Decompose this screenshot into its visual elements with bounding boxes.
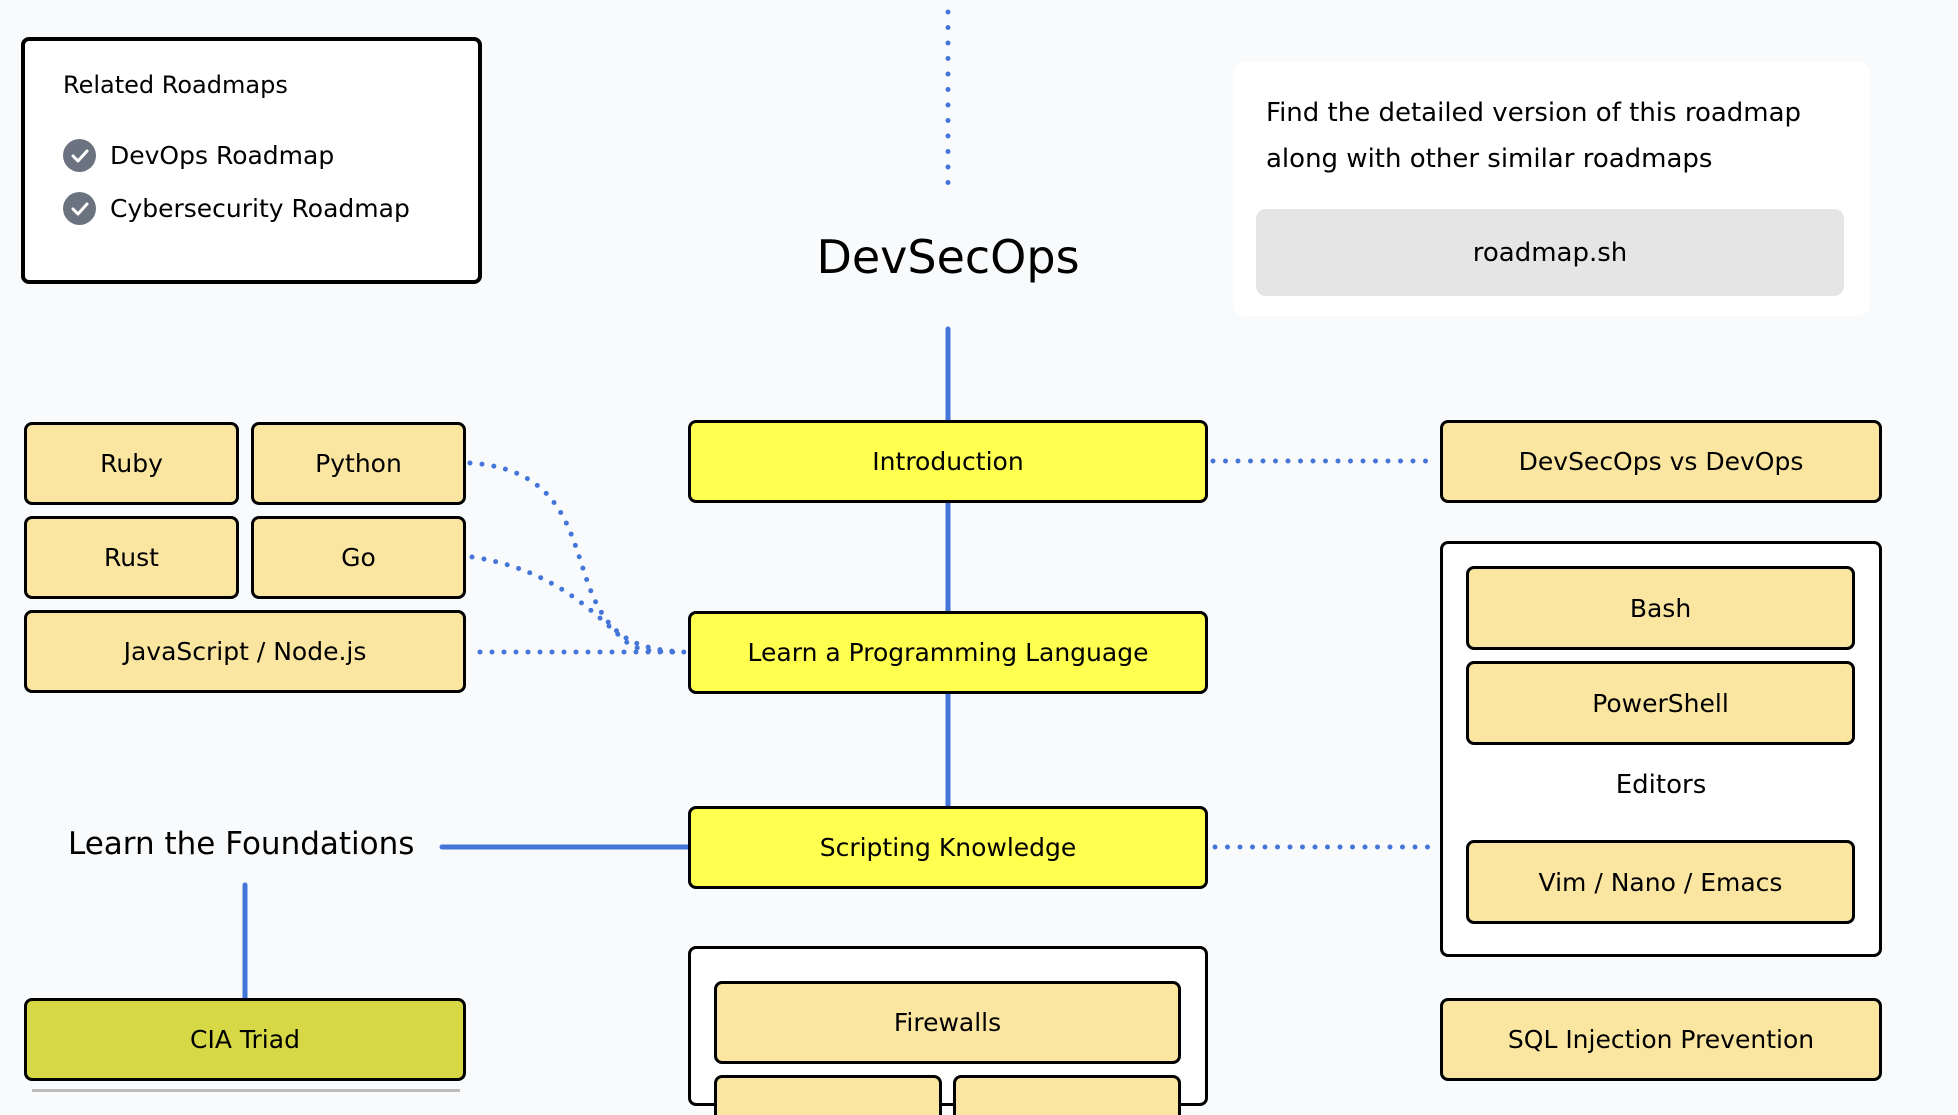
related-item-cybersecurity[interactable]: Cybersecurity Roadmap	[63, 192, 410, 225]
promo-text: Find the detailed version of this roadma…	[1266, 90, 1801, 182]
node-learn-programming-language[interactable]: Learn a Programming Language	[688, 611, 1208, 694]
check-circle-icon	[63, 139, 96, 172]
python-to-programming-connector	[467, 460, 687, 655]
related-roadmaps-heading: Related Roadmaps	[63, 71, 288, 99]
node-network-item[interactable]	[953, 1075, 1181, 1115]
connector-lines	[242, 9, 1440, 1002]
related-item-label: Cybersecurity Roadmap	[110, 194, 410, 223]
node-powershell[interactable]: PowerShell	[1466, 661, 1855, 745]
node-ruby[interactable]: Ruby	[24, 422, 239, 505]
check-circle-icon	[63, 192, 96, 225]
promo-text-line: Find the detailed version of this roadma…	[1266, 98, 1802, 128]
node-javascript-nodejs[interactable]: JavaScript / Node.js	[24, 610, 466, 693]
editors-label: Editors	[1615, 770, 1707, 800]
promo-text-line: along with other similar roadmaps	[1266, 144, 1713, 174]
node-network-item[interactable]	[714, 1075, 942, 1115]
roadmap-title: DevSecOps	[816, 230, 1080, 284]
related-item-label: DevOps Roadmap	[110, 141, 335, 170]
roadmap-sh-button[interactable]: roadmap.sh	[1256, 209, 1844, 296]
related-item-devops[interactable]: DevOps Roadmap	[63, 139, 334, 172]
next-node-edge	[32, 1089, 460, 1092]
node-cia-triad[interactable]: CIA Triad	[24, 998, 466, 1081]
node-sql-injection-prevention[interactable]: SQL Injection Prevention	[1440, 998, 1882, 1081]
node-python[interactable]: Python	[251, 422, 466, 505]
node-scripting-knowledge[interactable]: Scripting Knowledge	[688, 806, 1208, 889]
related-roadmaps-panel: Related Roadmaps DevOps Roadmap Cybersec…	[21, 37, 482, 284]
go-to-programming-connector	[469, 554, 687, 655]
node-devsecops-vs-devops[interactable]: DevSecOps vs DevOps	[1440, 420, 1882, 503]
promo-panel: Find the detailed version of this roadma…	[1233, 62, 1870, 316]
node-introduction[interactable]: Introduction	[688, 420, 1208, 503]
node-rust[interactable]: Rust	[24, 516, 239, 599]
node-vim-nano-emacs[interactable]: Vim / Nano / Emacs	[1466, 840, 1855, 924]
node-firewalls[interactable]: Firewalls	[714, 981, 1181, 1064]
node-go[interactable]: Go	[251, 516, 466, 599]
learn-foundations-label: Learn the Foundations	[68, 826, 415, 862]
node-bash[interactable]: Bash	[1466, 566, 1855, 650]
